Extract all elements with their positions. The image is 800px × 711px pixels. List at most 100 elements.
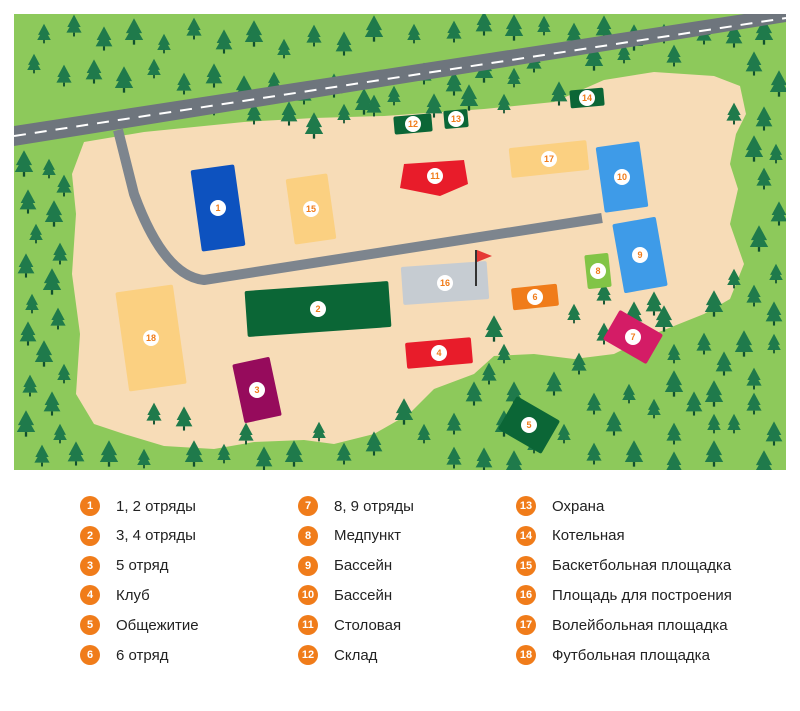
tree [19, 189, 37, 214]
tree [53, 423, 67, 444]
tree [755, 106, 773, 131]
building-badge [579, 90, 595, 106]
tree [280, 101, 298, 126]
building-12: 12 [393, 113, 433, 135]
building-badge [632, 247, 648, 263]
tree [417, 423, 431, 444]
tree [14, 150, 34, 177]
legend-number-badge: 4 [80, 585, 100, 606]
tree [567, 303, 581, 324]
tree [446, 446, 462, 469]
legend-label: Охрана [552, 497, 605, 515]
tree [769, 70, 786, 97]
building-number: 5 [526, 420, 531, 430]
legend-label: 5 отряд [116, 557, 169, 575]
building-number: 10 [617, 172, 627, 182]
building-16: 16 [400, 261, 490, 305]
tree [645, 291, 663, 316]
tree [446, 20, 462, 43]
legend-number-badge: 13 [516, 496, 536, 516]
tree [667, 343, 681, 364]
tree [726, 102, 742, 125]
legend-label: Площадь для построения [552, 586, 732, 604]
tree [56, 64, 72, 87]
legend-number-badge: 6 [80, 645, 100, 665]
tree [17, 253, 35, 278]
tree [459, 84, 479, 111]
tree [746, 367, 762, 390]
tree [696, 332, 712, 355]
tree [29, 223, 43, 244]
tree [95, 26, 113, 51]
building-number: 18 [146, 333, 156, 343]
building-badge [249, 382, 265, 398]
tree [497, 343, 511, 364]
highway [14, 14, 786, 146]
tree [114, 66, 134, 93]
building-number: 8 [595, 266, 600, 276]
tree [654, 305, 674, 332]
tree [446, 412, 462, 435]
tree [238, 422, 254, 445]
building-18: 18 [115, 284, 187, 392]
tree [364, 15, 384, 42]
tree [475, 447, 493, 470]
building-number: 15 [306, 204, 316, 214]
tree [769, 143, 783, 164]
legend-label: Футбольная площадка [552, 646, 710, 664]
flag [475, 250, 492, 286]
tree [335, 31, 353, 56]
tree [571, 352, 587, 375]
tree [745, 51, 763, 76]
building-badge [143, 330, 159, 346]
building-number: 16 [440, 278, 450, 288]
highway-center-line [14, 17, 786, 137]
tree [67, 441, 85, 466]
tree [215, 29, 233, 54]
legend-number-badge: 16 [516, 585, 536, 606]
tree [605, 411, 623, 436]
tree [704, 290, 724, 317]
building-number: 9 [637, 250, 642, 260]
tree [746, 392, 762, 415]
tree [744, 135, 764, 162]
legend-item-4: 4 Клуб [80, 584, 150, 606]
tree [34, 444, 50, 467]
legend-number-badge: 3 [80, 555, 100, 576]
tree [16, 410, 36, 437]
building-number: 1 [215, 203, 220, 213]
tree [666, 422, 682, 445]
tree [666, 451, 682, 470]
building-number: 4 [436, 348, 441, 358]
tree [769, 263, 783, 284]
building-1: 1 [190, 164, 246, 252]
building-badge [625, 329, 641, 345]
legend-label: 8, 9 отряды [334, 497, 414, 515]
tree [137, 448, 151, 469]
building-badge [310, 301, 326, 317]
building-11: 11 [400, 160, 468, 196]
legend-number-badge: 12 [298, 645, 318, 665]
building-number: 2 [315, 304, 320, 314]
tree [366, 94, 382, 117]
tree [765, 301, 783, 326]
tree [507, 67, 521, 88]
legend-number-badge: 15 [516, 555, 536, 576]
legend-label: Клуб [116, 586, 150, 604]
tree [746, 284, 762, 307]
legend-label: Бассейн [334, 586, 393, 604]
tree [175, 406, 193, 431]
tree [43, 391, 61, 416]
legend-number-badge: 18 [516, 645, 536, 665]
building-7: 7 [603, 310, 663, 364]
legend-label: Бассейн [334, 557, 393, 575]
tree [475, 14, 493, 36]
tree [52, 242, 68, 265]
tree [85, 59, 103, 84]
